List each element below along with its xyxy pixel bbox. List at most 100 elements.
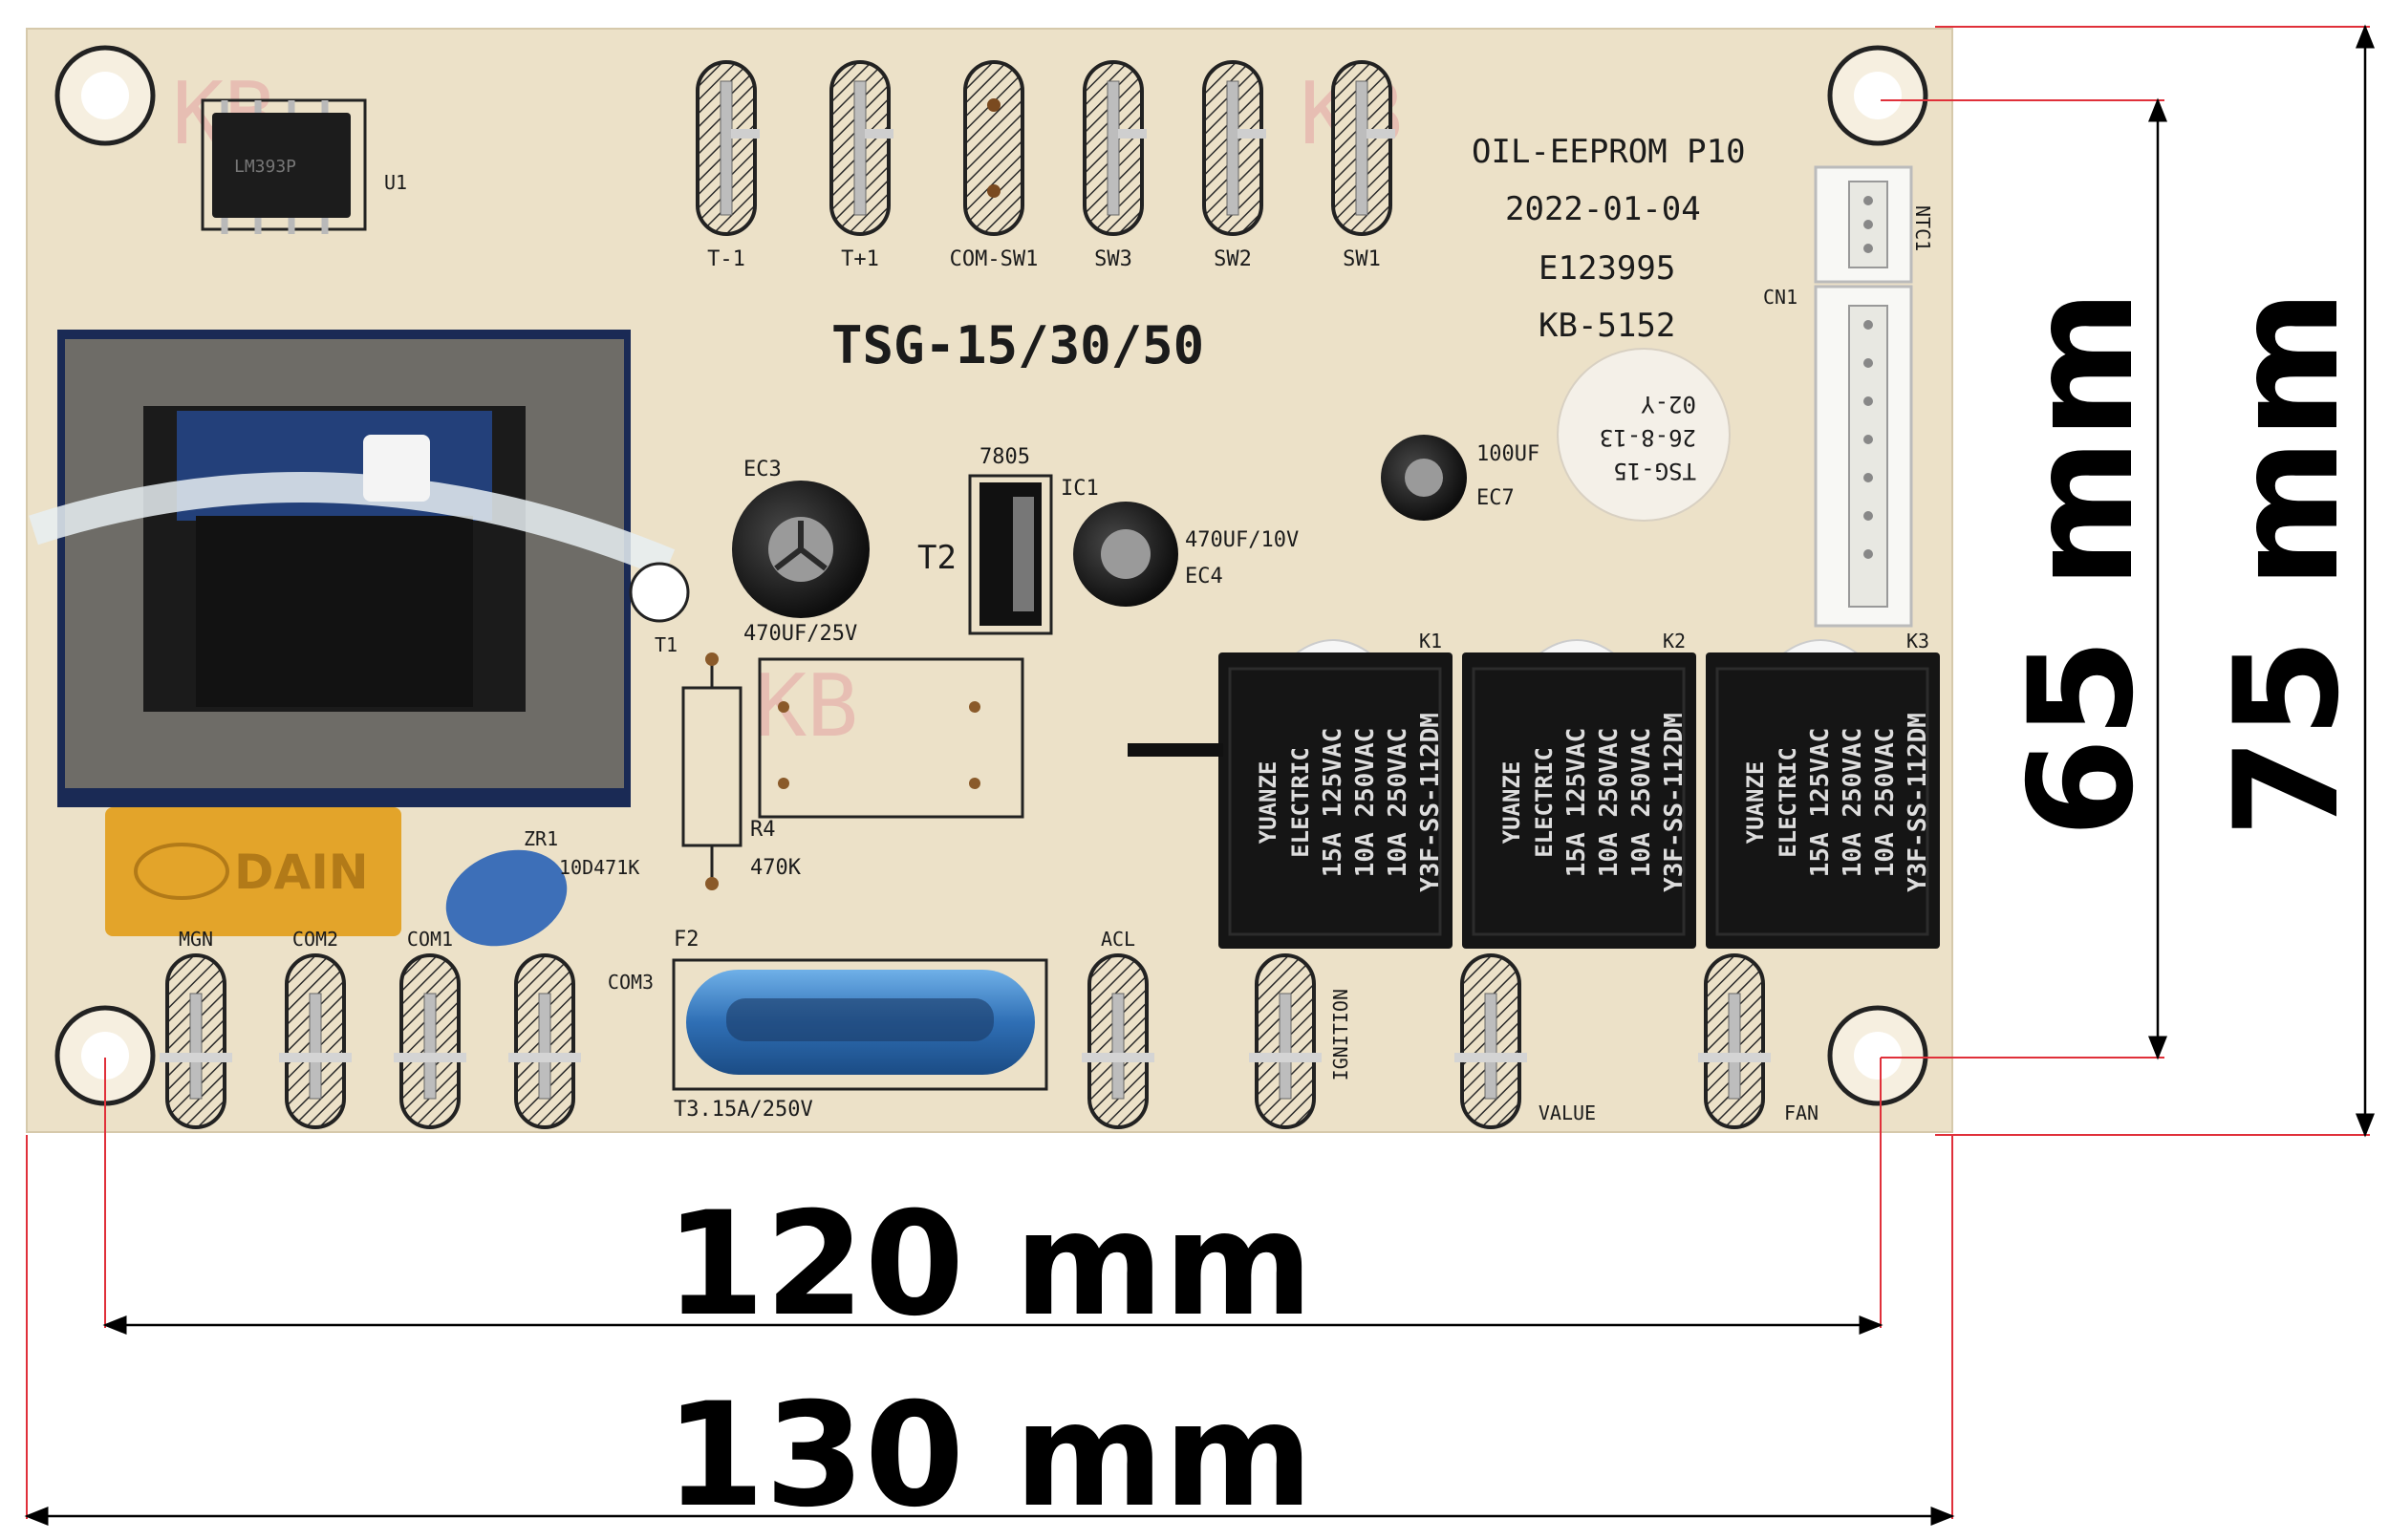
label-dain: DAIN	[234, 845, 369, 900]
top-terminal: COM-SW1	[950, 60, 1039, 271]
top-terminal-label: SW3	[1094, 247, 1132, 271]
label-ec3-value: 470UF/25V	[743, 622, 857, 646]
top-terminal: T-1	[696, 60, 760, 271]
label-zr1: ZR1	[524, 827, 558, 850]
relay-text-line: ELECTRIC	[1287, 747, 1314, 858]
label-r4-value: 470K	[750, 856, 802, 880]
board-info: OIL-EEPROM P10 2022-01-04 E123995 KB-515…	[831, 133, 1746, 375]
bottom-terminal-label: IGNITION	[1329, 989, 1352, 1080]
info-line-3: E123995	[1539, 249, 1675, 288]
bottom-terminal-label: FAN	[1784, 1102, 1819, 1124]
regulator-ic1: 7805 IC1 T2	[917, 445, 1099, 635]
bottom-terminal-label: COM1	[407, 928, 453, 951]
relay-text-line: ELECTRIC	[1531, 747, 1558, 858]
relay-text-line: 15A 125VAC	[1319, 728, 1347, 878]
sticker-line-2: 26-8-13	[1600, 424, 1696, 451]
mounting-holes	[54, 45, 1928, 1106]
transformer-t1: T1	[29, 330, 690, 807]
top-terminal-label: SW2	[1214, 247, 1252, 271]
label-ec3: EC3	[743, 458, 782, 481]
relay-text-line: Y3F-SS-112DM	[1660, 713, 1689, 892]
relay-text-line: 10A 250VAC	[1351, 728, 1380, 878]
bottom-terminal: ACL	[1082, 928, 1154, 1129]
label-u1: U1	[384, 171, 407, 194]
bottom-terminal: IGNITION	[1249, 953, 1352, 1129]
capacitor-ec7: 100UF EC7	[1381, 435, 1539, 521]
bottom-terminal: COM1	[394, 928, 466, 1129]
relay-text-line: YUANZE	[1498, 761, 1525, 845]
capacitor-ec3: EC3 470UF/25V	[732, 458, 870, 646]
info-line-1: OIL-EEPROM P10	[1472, 133, 1746, 171]
sticker-line-3: 02-Y	[1641, 391, 1696, 417]
svg-text:KB: KB	[755, 656, 858, 757]
label-k1: K1	[1419, 630, 1442, 652]
relay-text-line: Y3F-SS-112DM	[1904, 713, 1932, 892]
bottom-terminal: COM3	[508, 953, 654, 1129]
relay-text-line: YUANZE	[1742, 761, 1769, 845]
label-k2: K2	[1663, 630, 1686, 652]
label-f2: F2	[674, 928, 699, 952]
bottom-terminal: FAN	[1698, 953, 1819, 1129]
label-zr1-value: 10D471K	[559, 856, 639, 879]
top-terminal: T+1	[829, 60, 893, 271]
label-t2: T2	[917, 539, 957, 577]
dimension-annotations: 120 mm 130 mm 65 mm 75 mm	[24, 24, 2375, 1539]
top-terminal-label: T+1	[841, 247, 879, 271]
dim-inner-width: 120 mm	[665, 1182, 1313, 1348]
capacitor-dain: DAIN	[105, 807, 401, 936]
bottom-terminal: VALUE	[1454, 953, 1596, 1129]
label-7805: 7805	[979, 445, 1030, 469]
dim-outer-height: 75 mm	[2205, 289, 2371, 838]
resistor-r4: R4 470K	[681, 652, 802, 890]
label-ec7: EC7	[1476, 486, 1515, 510]
label-ec4-value: 470UF/10V	[1185, 528, 1299, 552]
relay-text-line: YUANZE	[1255, 761, 1281, 845]
relay-text-line: Y3F-SS-112DM	[1416, 713, 1445, 892]
connector-cn1: CN1	[1763, 285, 1913, 628]
label-ec7-value: 100UF	[1476, 442, 1539, 466]
bottom-terminal: COM2	[279, 928, 352, 1129]
relay-text-line: 10A 250VAC	[1627, 728, 1656, 878]
label-ec4: EC4	[1185, 565, 1223, 588]
bottom-terminal-label: COM3	[608, 971, 654, 994]
top-terminal: SW3	[1083, 60, 1147, 271]
top-terminal: SW1	[1331, 60, 1395, 271]
bottom-terminal: MGN	[160, 928, 232, 1129]
relay-text-line: 10A 250VAC	[1871, 728, 1900, 878]
top-terminal-label: SW1	[1343, 247, 1381, 271]
svg-text:LM393P: LM393P	[234, 157, 296, 177]
dim-outer-width: 130 mm	[665, 1373, 1313, 1539]
relay-text-line: 10A 250VAC	[1595, 728, 1624, 878]
relay-footprint-empty	[758, 657, 1024, 819]
relay-text-line: 15A 125VAC	[1562, 728, 1591, 878]
info-line-4: KB-5152	[1539, 307, 1675, 345]
label-t1: T1	[655, 633, 678, 656]
relay-text-line: 10A 250VAC	[1384, 728, 1412, 878]
label-r4: R4	[750, 818, 776, 842]
top-terminal-label: T-1	[707, 247, 745, 271]
label-ic1: IC1	[1061, 477, 1099, 501]
info-line-2: 2022-01-04	[1505, 190, 1701, 228]
relay-text-line: 15A 125VAC	[1806, 728, 1835, 878]
sticker-line-1: TSG-15	[1613, 458, 1696, 484]
relay-text-line: 10A 250VAC	[1839, 728, 1867, 878]
dim-inner-height: 65 mm	[1999, 289, 2165, 838]
chip-u1: LM393P U1	[201, 98, 407, 234]
label-cn1: CN1	[1763, 286, 1797, 309]
connector-ntc1: NTC1	[1814, 165, 1934, 284]
sticker-label: TSG-15 26-8-13 02-Y	[1557, 348, 1731, 522]
fuse-f2: F2 T3.15A/250V	[672, 928, 1048, 1122]
top-terminal-label: COM-SW1	[950, 247, 1039, 271]
top-terminal: SW2	[1202, 60, 1266, 271]
varistor-zr1: ZR1 10D471K	[445, 827, 639, 947]
bottom-terminal-label: MGN	[179, 928, 213, 951]
label-k3: K3	[1906, 630, 1929, 652]
bottom-terminal-label: ACL	[1101, 928, 1135, 951]
label-ntc1: NTC1	[1911, 205, 1934, 251]
